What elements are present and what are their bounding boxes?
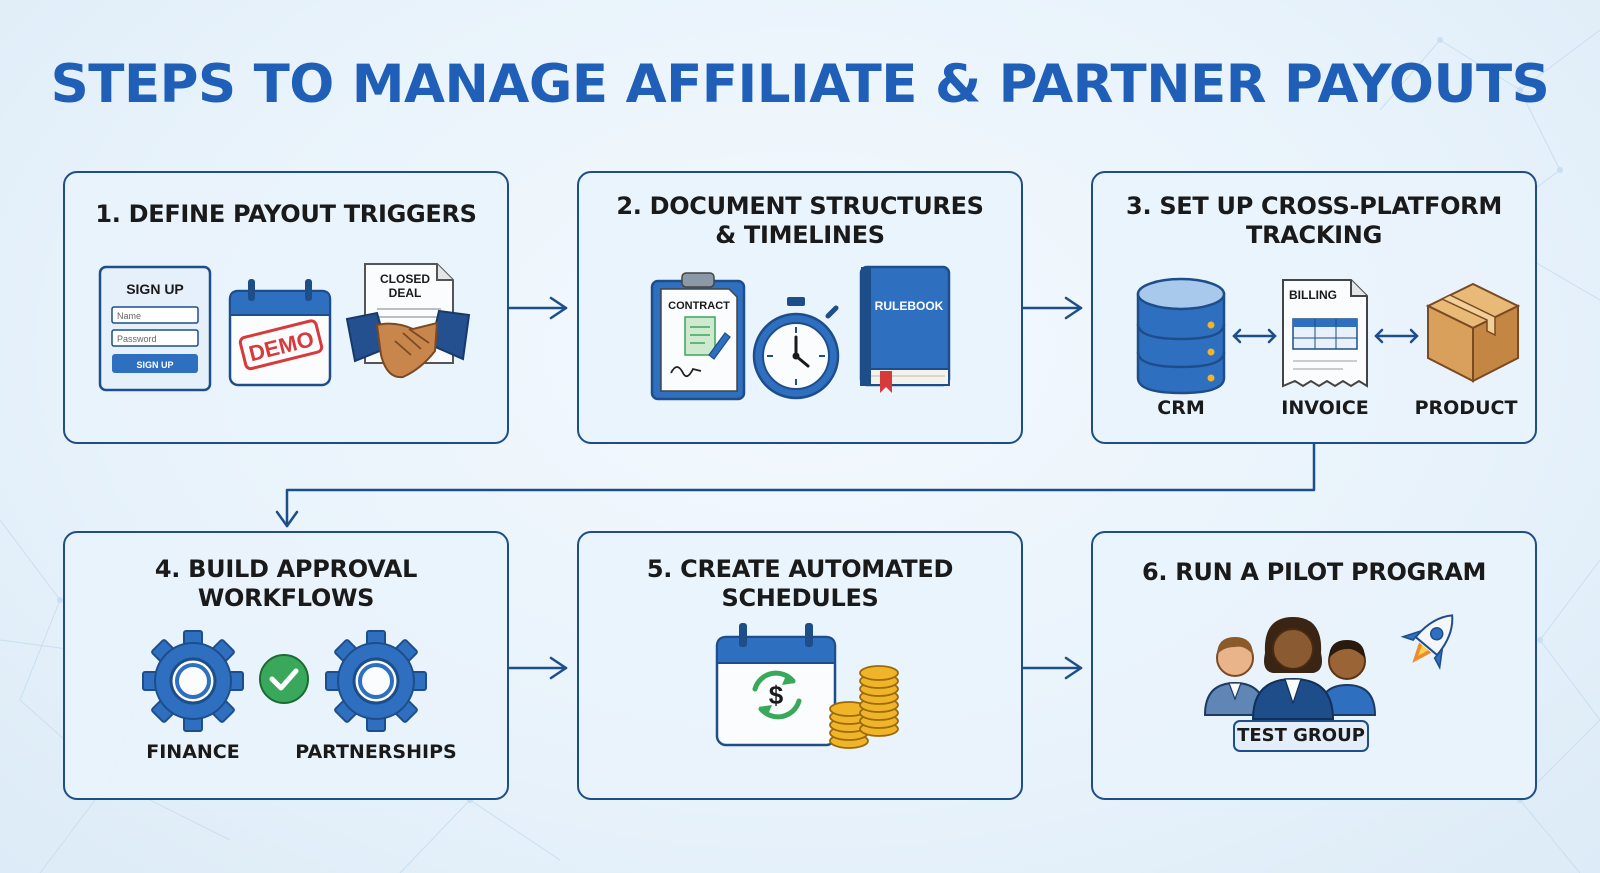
arrow-5-to-6 <box>1021 656 1083 680</box>
crm-database-icon <box>1136 277 1226 395</box>
sync-arrow-right <box>1374 328 1419 344</box>
contract-label: CONTRACT <box>668 300 730 312</box>
coin-stacks-icon <box>829 665 899 749</box>
recurring-payment-calendar-icon: $ <box>715 623 837 747</box>
closed-deal-line2: DEAL <box>389 286 422 300</box>
arrow-4-to-5 <box>507 656 568 680</box>
step-5-card: 5. CREATE AUTOMATED SCHEDULES $ <box>577 531 1023 800</box>
finance-gear-icon <box>141 629 245 733</box>
step-3-card: 3. SET UP CROSS-PLATFORM TRACKING BILLIN… <box>1091 171 1537 444</box>
step-2-title-line1: 2. DOCUMENT STRUCTURES <box>616 192 984 220</box>
rulebook-icon: RULEBOOK <box>859 265 951 393</box>
team-people-icon <box>1203 617 1377 720</box>
step-3-title-line1: 3. SET UP CROSS-PLATFORM <box>1126 192 1502 220</box>
page-title: STEPS TO MANAGE AFFILIATE & PARTNER PAYO… <box>50 54 1550 115</box>
test-group-label: TEST GROUP <box>1237 725 1365 746</box>
step-1-illustration: SIGN UP Name Password SIGN UP DEMO CLOSE… <box>98 263 471 392</box>
step-4-title-line2: WORKFLOWS <box>197 584 375 612</box>
step-2-illustration: CONTRACT RULEBOOK <box>650 265 951 401</box>
billing-label: BILLING <box>1289 288 1337 302</box>
invoice-label: INVOICE <box>1281 397 1369 419</box>
step-2-card: 2. DOCUMENT STRUCTURES & TIMELINES CONTR… <box>577 171 1023 444</box>
signup-form-icon: SIGN UP Name Password SIGN UP <box>98 265 212 392</box>
demo-calendar-icon: DEMO <box>228 279 332 387</box>
closed-deal-line1: CLOSED <box>380 272 430 286</box>
dollar-sign: $ <box>769 680 784 710</box>
signup-heading: SIGN UP <box>126 281 184 297</box>
arrow-2-to-3 <box>1021 296 1083 320</box>
step-5-illustration: $ <box>715 623 899 749</box>
step-5-title-line1: 5. CREATE AUTOMATED <box>646 555 954 583</box>
step-6-title: 6. RUN A PILOT PROGRAM <box>1141 558 1487 586</box>
contract-clipboard-icon: CONTRACT <box>650 272 746 401</box>
step-3-title-line2: TRACKING <box>1246 221 1382 249</box>
rulebook-label: RULEBOOK <box>875 299 944 313</box>
product-label: PRODUCT <box>1414 397 1518 419</box>
closed-deal-handshake-icon: CLOSED DEAL <box>345 263 471 379</box>
step-4-illustration <box>141 629 428 733</box>
step-5-title-line2: SCHEDULES <box>721 584 879 612</box>
step-1-card: 1. DEFINE PAYOUT TRIGGERS SIGN UP Name P… <box>63 171 509 444</box>
billing-invoice-icon: BILLING <box>1282 279 1368 388</box>
step-6-illustration <box>1203 614 1454 720</box>
partnerships-label: PARTNERSHIPS <box>295 741 457 763</box>
step-6-card: 6. RUN A PILOT PROGRAM TEST GROUP <box>1091 531 1537 800</box>
finance-label: FINANCE <box>146 741 240 763</box>
step-4-card: 4. BUILD APPROVAL WORKFLOWS <box>63 531 509 800</box>
step-2-title-line2: & TIMELINES <box>715 221 885 249</box>
step-3-illustration: BILLING <box>1136 277 1521 395</box>
crm-label: CRM <box>1157 397 1205 419</box>
approval-check-icon <box>259 654 309 704</box>
arrow-1-to-2 <box>507 296 568 320</box>
arrow-3-to-4 <box>275 442 1316 528</box>
sync-arrow-left <box>1232 328 1277 344</box>
name-placeholder: Name <box>117 311 141 321</box>
rocket-icon <box>1400 614 1454 670</box>
test-group-badge: TEST GROUP <box>1233 720 1369 752</box>
stopwatch-icon <box>752 297 840 400</box>
partnerships-gear-icon <box>324 629 428 733</box>
password-placeholder: Password <box>117 334 157 344</box>
product-box-icon <box>1425 282 1521 383</box>
signup-button-label: SIGN UP <box>136 360 173 370</box>
step-4-title-line1: 4. BUILD APPROVAL <box>154 555 418 583</box>
step-1-title: 1. DEFINE PAYOUT TRIGGERS <box>95 200 477 228</box>
